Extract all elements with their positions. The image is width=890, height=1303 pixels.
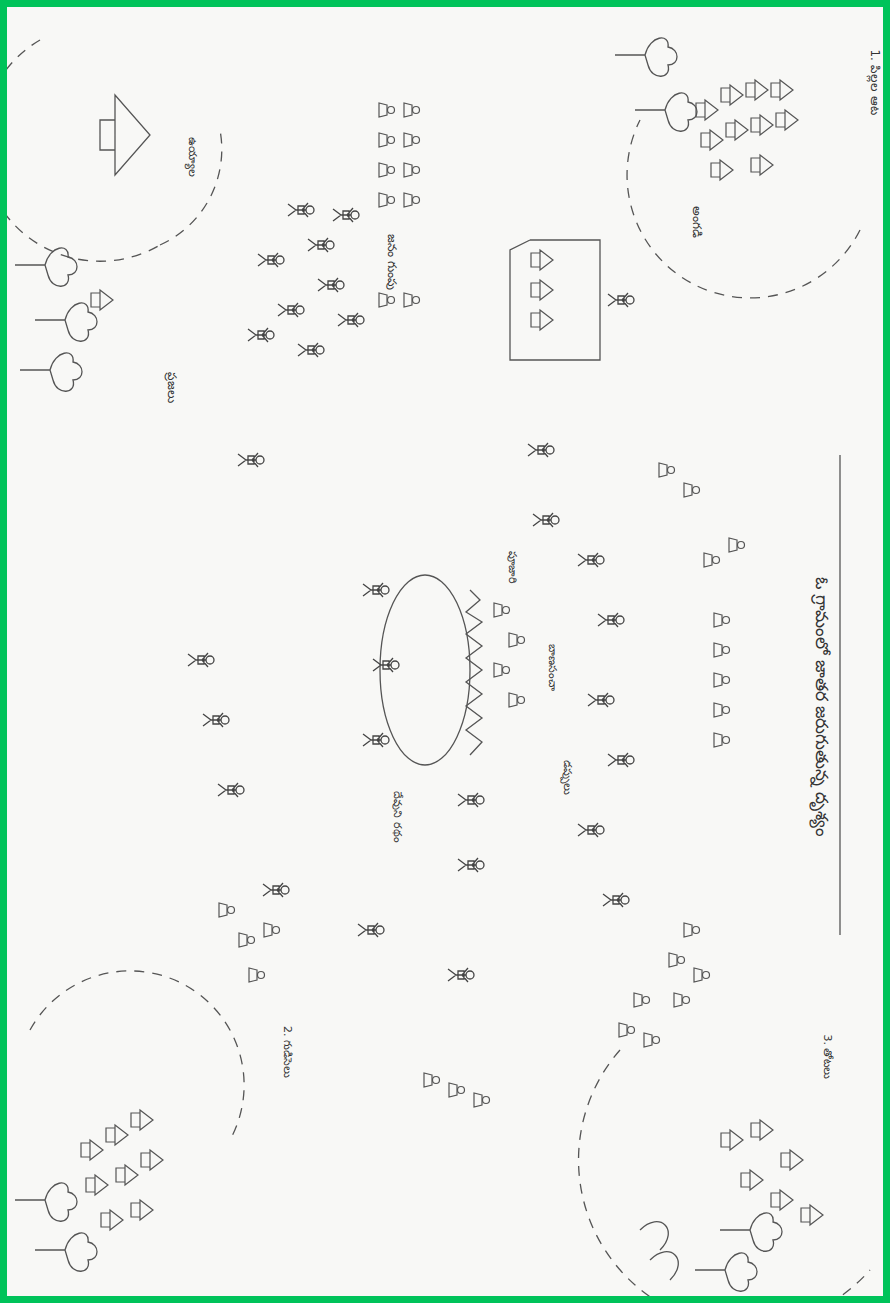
scene-label: ప్రజలు	[164, 369, 180, 406]
scene-label: ఉయ్యాల	[184, 134, 199, 180]
scene-label: 2. గుడిసెలు	[279, 1023, 294, 1081]
title-text: ఓ గ్రామంలో జాతర జరుగుతున్న దృశ్యం	[811, 574, 833, 840]
festival-sketch	[7, 7, 883, 1296]
scene-label: అంగడి	[689, 203, 705, 241]
scene-label: పూజారి	[504, 548, 519, 587]
scene-label: 3. తోటలు	[819, 1032, 834, 1083]
scene-label: 1. పిల్లల ఆట	[867, 46, 883, 117]
scene-label: దేవుని రథం	[389, 788, 404, 846]
scene-label: డప్పులు	[559, 757, 574, 798]
scene-label: జనం గుంపు	[384, 231, 400, 293]
scene-label: బాణసంచా	[544, 641, 559, 694]
